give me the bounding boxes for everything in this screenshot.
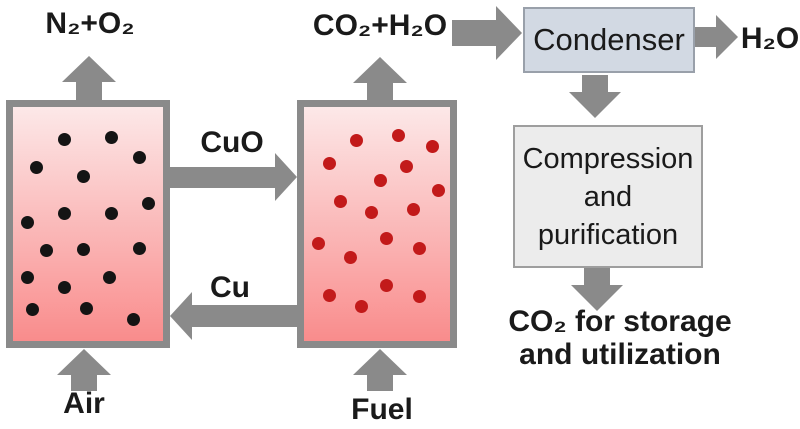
arrow-head-right-icon — [496, 6, 522, 60]
n2-o2-outlet-arrow — [62, 56, 116, 100]
fuel-reactor-particle-dot — [426, 140, 439, 153]
air-reactor-particle-dot — [105, 131, 118, 144]
fuel-inlet-arrow — [353, 349, 407, 391]
cuo-label: CuO — [200, 126, 264, 159]
air-reactor-particle-dot — [26, 303, 39, 316]
fuel-reactor-particle-dot — [323, 157, 336, 170]
air-reactor-particle-dot — [133, 242, 146, 255]
arrow-head-left-icon — [170, 292, 192, 340]
fuel-reactor-particle-dot — [413, 242, 426, 255]
air-inlet-arrow — [57, 349, 111, 391]
arrow-head-up-icon — [353, 57, 407, 83]
arrow-head-right-icon — [275, 153, 297, 201]
air-reactor-particle-dot — [58, 207, 71, 220]
arrow-head-down-icon — [569, 92, 621, 118]
air-reactor-particle-dot — [58, 281, 71, 294]
air-reactor-particle-dot — [142, 197, 155, 210]
arrow-shaft — [582, 75, 608, 92]
fuel-reactor-particle-dot — [355, 300, 368, 313]
arrow-shaft — [169, 166, 275, 188]
arrow-head-right-icon — [716, 15, 738, 59]
fuel-label: Fuel — [351, 393, 413, 426]
air-reactor-particle-dot — [58, 133, 71, 146]
fuel-reactor-particle-dot — [334, 195, 347, 208]
condenser-to-compression-arrow — [569, 75, 621, 118]
air-reactor-particle-dot — [77, 170, 90, 183]
fuel-reactor-particle-dot — [400, 160, 413, 173]
fuel-reactor-particle-dot — [323, 289, 336, 302]
fuel-reactor-particle-dot — [374, 174, 387, 187]
co2-storage-utilization-label: CO₂ for storage and utilization — [508, 305, 732, 371]
arrow-shaft — [76, 82, 102, 100]
air-reactor-particle-dot — [127, 313, 140, 326]
compression-to-storage-arrow — [571, 268, 623, 311]
air-reactor-particle-dot — [77, 243, 90, 256]
air-reactor-particle-dot — [80, 302, 93, 315]
fuel-reactor-particle-dot — [413, 290, 426, 303]
h2o-outlet-arrow — [695, 15, 738, 59]
cu-label: Cu — [210, 271, 250, 304]
arrow-head-up-icon — [353, 349, 407, 375]
cuo-transfer-arrow — [169, 153, 297, 201]
fuel-reactor-particle-dot — [350, 134, 363, 147]
air-reactor-particle-dot — [105, 207, 118, 220]
arrow-shaft — [584, 268, 610, 285]
arrow-shaft — [452, 20, 496, 46]
arrow-shaft — [367, 375, 393, 391]
air-reactor-particle-dot — [103, 271, 116, 284]
air-reactor-particle-dot — [40, 244, 53, 257]
condenser-box: Condenser — [523, 7, 695, 73]
cu-return-arrow — [170, 292, 297, 340]
fuel-reactor-particle-dot — [344, 251, 357, 264]
co2-h2o-label: CO₂+H₂O — [312, 9, 448, 42]
arrow-head-up-icon — [57, 349, 111, 375]
n2-o2-label: N₂+O₂ — [45, 7, 135, 40]
arrow-shaft — [367, 83, 393, 100]
compression-purification-box: Compression and purification — [513, 125, 703, 268]
fuel-reactor-particle-dot — [365, 206, 378, 219]
fuel-reactor-particle-dot — [312, 237, 325, 250]
arrow-shaft — [71, 375, 97, 391]
co2-h2o-outlet-arrow — [353, 57, 407, 100]
air-reactor-particle-dot — [30, 161, 43, 174]
fuel-reactor-particle-dot — [380, 232, 393, 245]
arrow-head-up-icon — [62, 56, 116, 82]
arrow-shaft — [192, 305, 297, 327]
arrow-head-down-icon — [571, 285, 623, 311]
air-reactor-particle-dot — [21, 216, 34, 229]
air-label: Air — [63, 387, 105, 420]
fuel-reactor-particle-dot — [407, 203, 420, 216]
air-reactor-particle-dot — [21, 271, 34, 284]
fuel-reactor-particle-dot — [380, 279, 393, 292]
h2o-label: H₂O — [740, 22, 800, 55]
fuel-reactor-particle-dot — [432, 184, 445, 197]
fuel-reactor-particle-dot — [392, 129, 405, 142]
condenser-inlet-arrow — [452, 6, 522, 60]
air-reactor-particle-dot — [133, 151, 146, 164]
arrow-shaft — [695, 27, 716, 47]
